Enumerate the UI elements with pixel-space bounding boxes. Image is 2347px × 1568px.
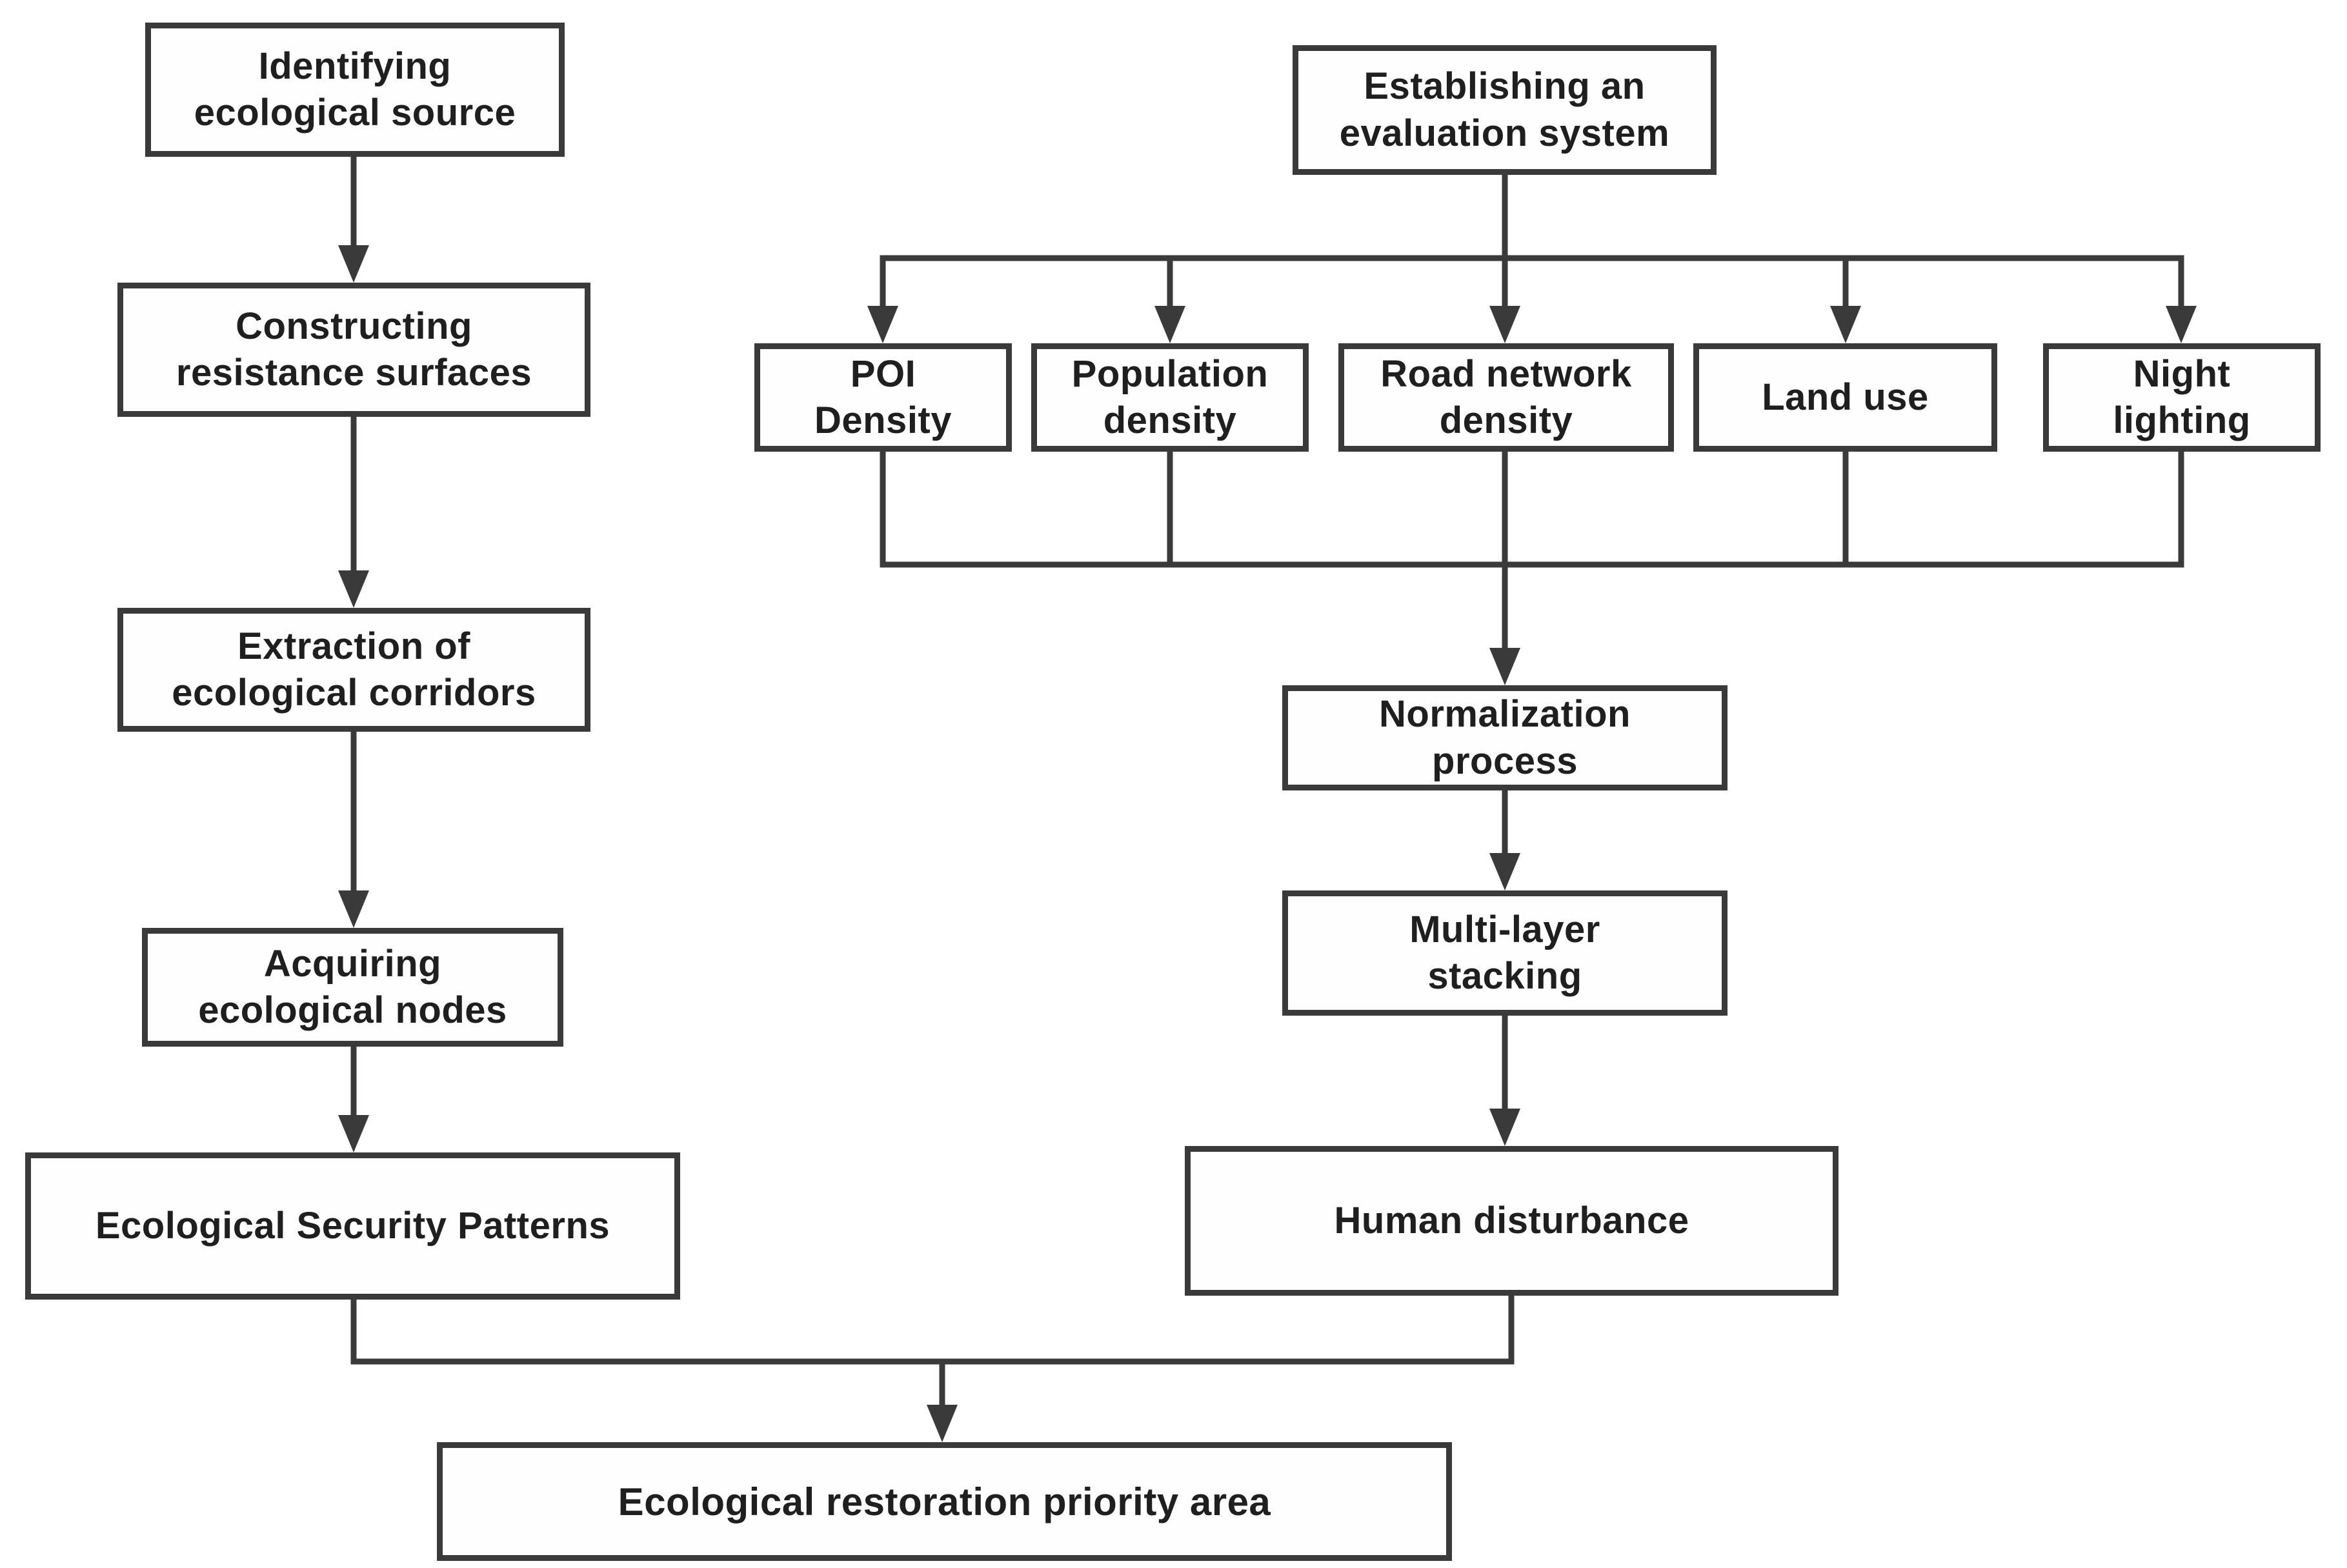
arrow-merge-to-priority-area <box>927 1358 958 1442</box>
node-normalization-process: Normalization process <box>1282 685 1728 790</box>
arrow-extraction-to-acquiring <box>338 729 369 928</box>
arrow-distributor-to-night-lighting <box>2166 255 2197 343</box>
arrow-constructing-to-extraction <box>338 414 369 608</box>
node-night-lighting: Night lighting <box>2043 343 2321 452</box>
arrow-distributor-to-road-network-density <box>1489 255 1520 343</box>
arrow-acquiring-to-security-patterns <box>338 1043 369 1152</box>
connector-evaluation-distributor <box>880 172 2184 261</box>
node-population-density: Population density <box>1031 343 1309 452</box>
node-establishing-an-evaluation-system: Establishing an evaluation system <box>1293 45 1717 175</box>
node-human-disturbance: Human disturbance <box>1185 1146 1838 1296</box>
arrow-distributor-to-population-density <box>1154 255 1185 343</box>
node-constructing-resistance-surfaces: Constructing resistance surfaces <box>117 283 590 417</box>
node-poi-density: POI Density <box>754 343 1012 452</box>
arrow-normalization-to-multi-layer <box>1489 787 1520 890</box>
node-acquiring-ecological-nodes: Acquiring ecological nodes <box>142 928 563 1047</box>
node-ecological-security-patterns: Ecological Security Patterns <box>25 1152 680 1300</box>
node-multi-layer-stacking: Multi-layer stacking <box>1282 890 1728 1016</box>
node-ecological-restoration-priority-area: Ecological restoration priority area <box>437 1442 1452 1561</box>
arrow-identifying-to-constructing <box>338 154 369 283</box>
node-identifying-ecological-source: Identifying ecological source <box>145 23 565 157</box>
node-road-network-density: Road network density <box>1338 343 1674 452</box>
node-extraction-of-ecological-corridors: Extraction of ecological corridors <box>117 608 590 732</box>
arrow-distributor-to-land-use <box>1830 255 1861 343</box>
arrow-collector-to-normalization <box>1489 561 1520 685</box>
node-land-use: Land use <box>1693 343 1997 452</box>
arrow-distributor-to-poi-density <box>867 255 898 343</box>
connector-bottom-merge <box>350 1292 1515 1365</box>
connector-factor-collector <box>880 448 2184 568</box>
arrow-multi-layer-to-human-disturbance <box>1489 1012 1520 1146</box>
